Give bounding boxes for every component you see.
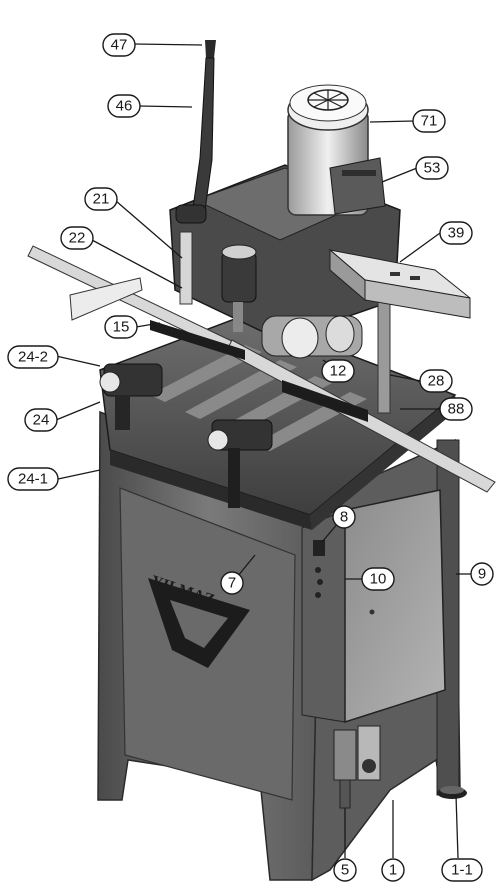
callout-bubble-39	[439, 221, 473, 245]
callout-label-15: 15	[113, 319, 130, 336]
motor	[287, 84, 386, 216]
callout-bubble-71	[412, 109, 446, 133]
callout-label-1-1: 1-1	[451, 862, 473, 879]
callout-bubble-10	[361, 567, 395, 591]
callout-label-22: 22	[69, 230, 86, 247]
callout-label-46: 46	[116, 98, 133, 115]
callout-bubble-22	[60, 226, 94, 250]
callout-bubble-47	[102, 33, 136, 57]
callout-label-10: 10	[370, 571, 387, 588]
callout-label-9: 9	[478, 566, 486, 583]
callout-label-71: 71	[421, 113, 438, 130]
callout-label-24-1: 24-1	[18, 471, 48, 488]
air-filter-regulator	[333, 725, 381, 809]
callout-label-39: 39	[448, 225, 465, 242]
callout-bubble-46	[107, 94, 141, 118]
callout-label-47: 47	[111, 37, 128, 54]
callout-label-88: 88	[448, 401, 465, 418]
callout-bubble-8	[332, 505, 356, 529]
callout-bubble-7	[220, 571, 244, 595]
callout-bubble-21	[84, 187, 118, 211]
electrical-box	[301, 489, 446, 724]
callouts: 47 46 71 53 21 22 39 15 24-2 12 28 24 88…	[7, 33, 494, 882]
callout-bubble-24-1	[7, 467, 59, 491]
callout-label-12: 12	[330, 363, 347, 380]
callout-bubble-24-2	[7, 345, 59, 369]
pneumatic-clamps	[99, 363, 273, 508]
callout-bubble-1-1	[441, 858, 483, 882]
scale-rulers	[150, 320, 368, 422]
callout-label-21: 21	[93, 191, 110, 208]
callout-label-53: 53	[424, 160, 441, 177]
callout-bubble-12	[321, 359, 355, 383]
copy-lever	[175, 40, 216, 224]
power-switch	[313, 540, 325, 556]
callout-bubble-88	[439, 397, 473, 421]
template-table	[328, 248, 471, 319]
column-right	[377, 297, 391, 414]
callout-bubble-28	[419, 369, 453, 393]
callout-label-8: 8	[340, 509, 348, 526]
callout-bubble-24	[24, 408, 58, 432]
callout-bubble-53	[415, 156, 449, 180]
column-left	[179, 231, 193, 305]
callout-label-24: 24	[33, 412, 50, 429]
callout-label-7: 7	[228, 575, 236, 592]
callout-bubble-9	[470, 562, 494, 586]
callout-label-1: 1	[389, 862, 397, 879]
callout-label-24-2: 24-2	[18, 349, 48, 366]
callout-label-5: 5	[341, 862, 349, 879]
callout-bubble-5	[333, 858, 357, 882]
callout-label-28: 28	[428, 373, 445, 390]
callout-bubble-15	[104, 315, 138, 339]
callout-bubble-1	[381, 858, 405, 882]
